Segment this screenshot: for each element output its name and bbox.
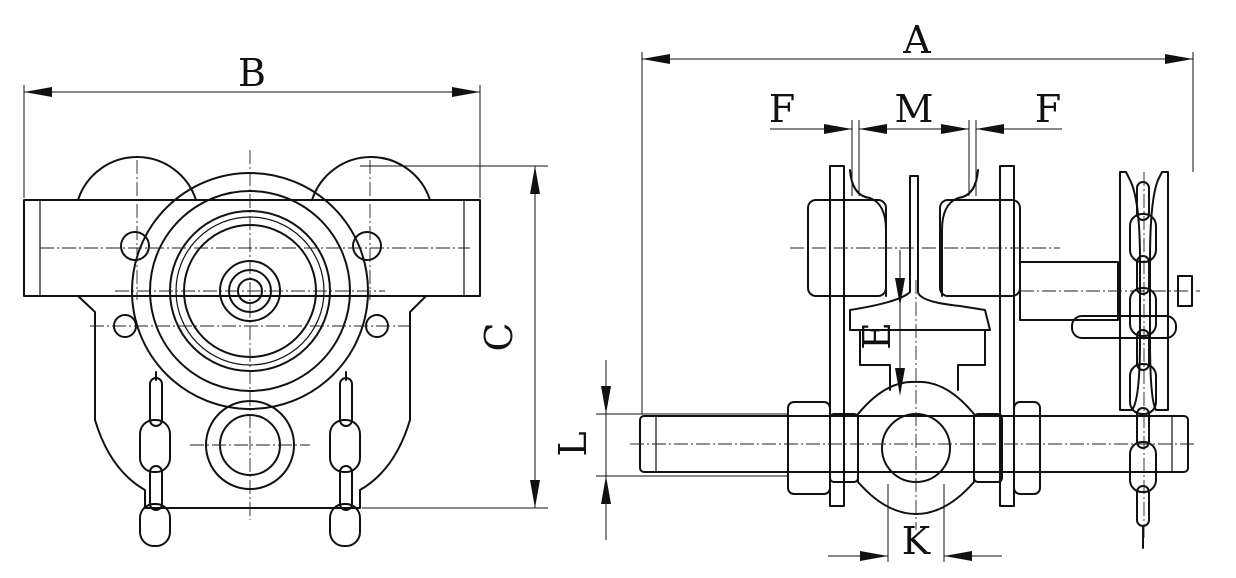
- trolley-body: [77, 295, 427, 509]
- label-A: A: [902, 18, 931, 62]
- left-chain: [139, 371, 171, 547]
- dimension-L: [596, 360, 788, 540]
- hand-wheel-side: [1119, 171, 1141, 411]
- dimension-A: [641, 52, 1194, 414]
- front-view: [23, 150, 481, 547]
- left-side-plate: [829, 165, 845, 507]
- dimension-B: [23, 85, 481, 198]
- dimension-C: [360, 165, 548, 509]
- dimension-F-M-F: [770, 120, 1062, 196]
- label-C: C: [477, 322, 521, 351]
- hand-chain: [1129, 181, 1157, 549]
- dimension-E: [895, 250, 905, 396]
- guide-pin: [1071, 315, 1177, 339]
- right-side-plate: [999, 165, 1015, 507]
- axle-beam: [23, 199, 481, 297]
- label-L: L: [551, 431, 595, 456]
- side-view: [630, 165, 1200, 549]
- label-E: E: [855, 322, 899, 350]
- label-F-right: F: [1035, 87, 1061, 131]
- right-top-wheel: [311, 156, 431, 201]
- label-K: K: [902, 519, 931, 563]
- label-B: B: [238, 51, 266, 95]
- label-F-left: F: [769, 87, 795, 131]
- dimension-K: [828, 484, 1002, 562]
- right-chain: [329, 371, 361, 547]
- right-nut: [1013, 401, 1041, 495]
- left-top-wheel: [77, 156, 197, 201]
- label-M: M: [895, 87, 934, 131]
